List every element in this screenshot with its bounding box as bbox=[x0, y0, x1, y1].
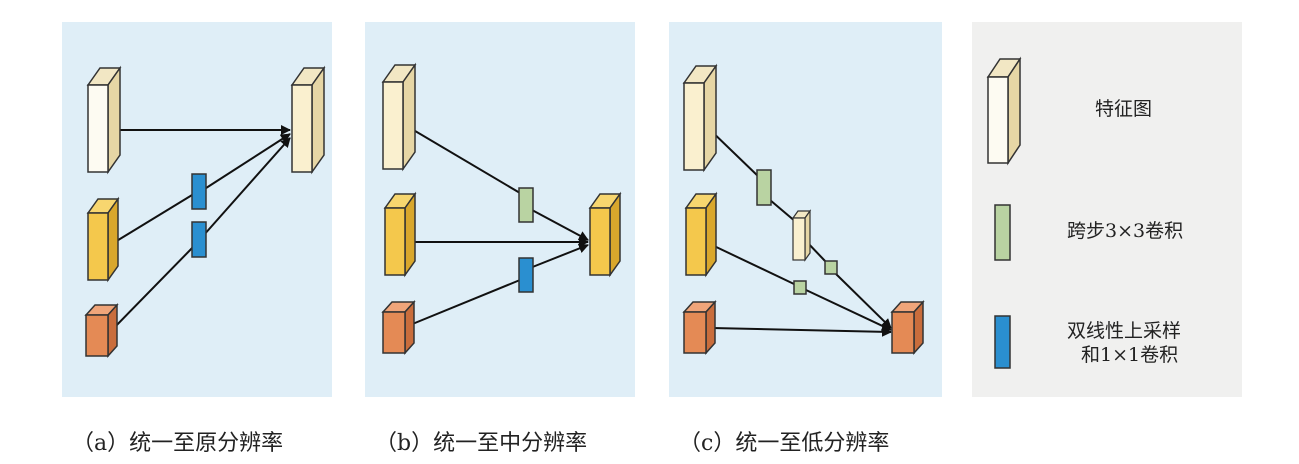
legend-label-strided-conv: 跨步3×3卷积 bbox=[1067, 220, 1184, 242]
feature-map-high-res bbox=[682, 63, 718, 173]
arrow-upsample-to-mid bbox=[529, 243, 589, 269]
strided-conv-block bbox=[824, 260, 838, 275]
strided-conv-block bbox=[518, 187, 534, 223]
legend-label-feature-map: 特征图 bbox=[1095, 98, 1153, 120]
arrow-strided-to-intermediate bbox=[769, 199, 797, 223]
arrow-high-to-strided bbox=[404, 124, 521, 194]
strided-conv-block bbox=[793, 280, 807, 295]
feature-map-low-res bbox=[84, 303, 119, 358]
arrow-upsample-to-high bbox=[202, 133, 291, 191]
legend bbox=[986, 56, 1022, 369]
caption-c: （c）统一至低分辨率 bbox=[679, 431, 890, 456]
legend-strided-conv-swatch bbox=[994, 204, 1011, 261]
feature-map-output-low-res bbox=[890, 300, 925, 355]
arrow-strided-to-low bbox=[835, 273, 892, 329]
legend-upsample-conv-swatch bbox=[994, 315, 1011, 369]
strided-conv-block bbox=[756, 169, 772, 206]
feature-map-mid-res bbox=[86, 196, 120, 283]
panel-a bbox=[84, 65, 326, 358]
upsample-conv-block bbox=[518, 257, 534, 293]
upsample-conv-block bbox=[191, 221, 207, 258]
panel-c bbox=[682, 63, 925, 355]
arrow-mid-to-upsample bbox=[109, 191, 198, 246]
arrow-low-to-upsample bbox=[409, 279, 521, 326]
arrow-strided-to-mid bbox=[531, 209, 589, 241]
feature-map-high-res bbox=[381, 62, 417, 172]
upsample-conv-block bbox=[191, 173, 207, 210]
panel-b bbox=[381, 62, 622, 355]
legend-label-upsample-line1: 双线性上采样 bbox=[1067, 320, 1182, 342]
arrow-strided-to-low-2 bbox=[805, 289, 892, 331]
arrow-mid-to-strided bbox=[711, 244, 795, 285]
feature-map-mid-res bbox=[383, 191, 417, 278]
feature-map-mid-res bbox=[684, 191, 718, 278]
legend-label-upsample-line2: 和1×1卷积 bbox=[1081, 344, 1179, 366]
arrow-upsample2-to-high bbox=[202, 137, 291, 237]
legend-feature-map-swatch bbox=[986, 56, 1022, 166]
feature-map-output-mid-res bbox=[588, 191, 622, 278]
feature-map-low-res bbox=[381, 300, 416, 355]
feature-map-intermediate bbox=[791, 209, 812, 262]
arrow-low-to-upsample bbox=[109, 242, 198, 333]
feature-map-output-high-res bbox=[290, 65, 326, 175]
caption-a: （a）统一至原分辨率 bbox=[72, 431, 284, 456]
feature-map-low-res bbox=[682, 300, 717, 355]
caption-b: （b）统一至中分辨率 bbox=[375, 431, 588, 456]
arrow-low-to-low bbox=[711, 326, 892, 337]
feature-map-high-res bbox=[86, 65, 122, 175]
